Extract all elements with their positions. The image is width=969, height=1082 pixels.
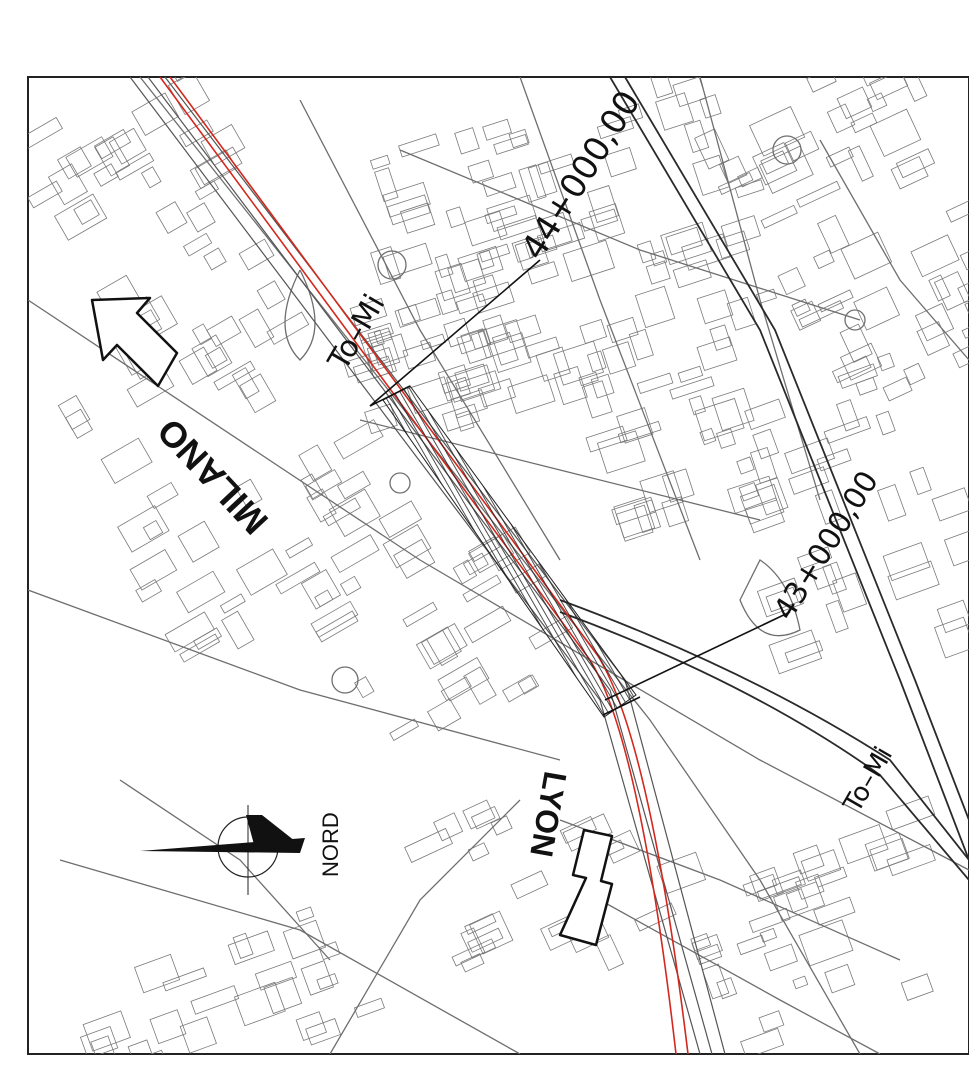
urban-blocks bbox=[28, 77, 969, 1054]
lyon-direction: LYON bbox=[523, 769, 614, 947]
lyon-arrow-icon bbox=[558, 828, 614, 947]
nord-label: NORD bbox=[318, 812, 343, 877]
milano-arrow-icon bbox=[90, 296, 179, 388]
eastern-railway bbox=[559, 77, 969, 881]
chainage-leaders bbox=[369, 259, 791, 716]
north-arrow: NORD bbox=[140, 805, 343, 895]
